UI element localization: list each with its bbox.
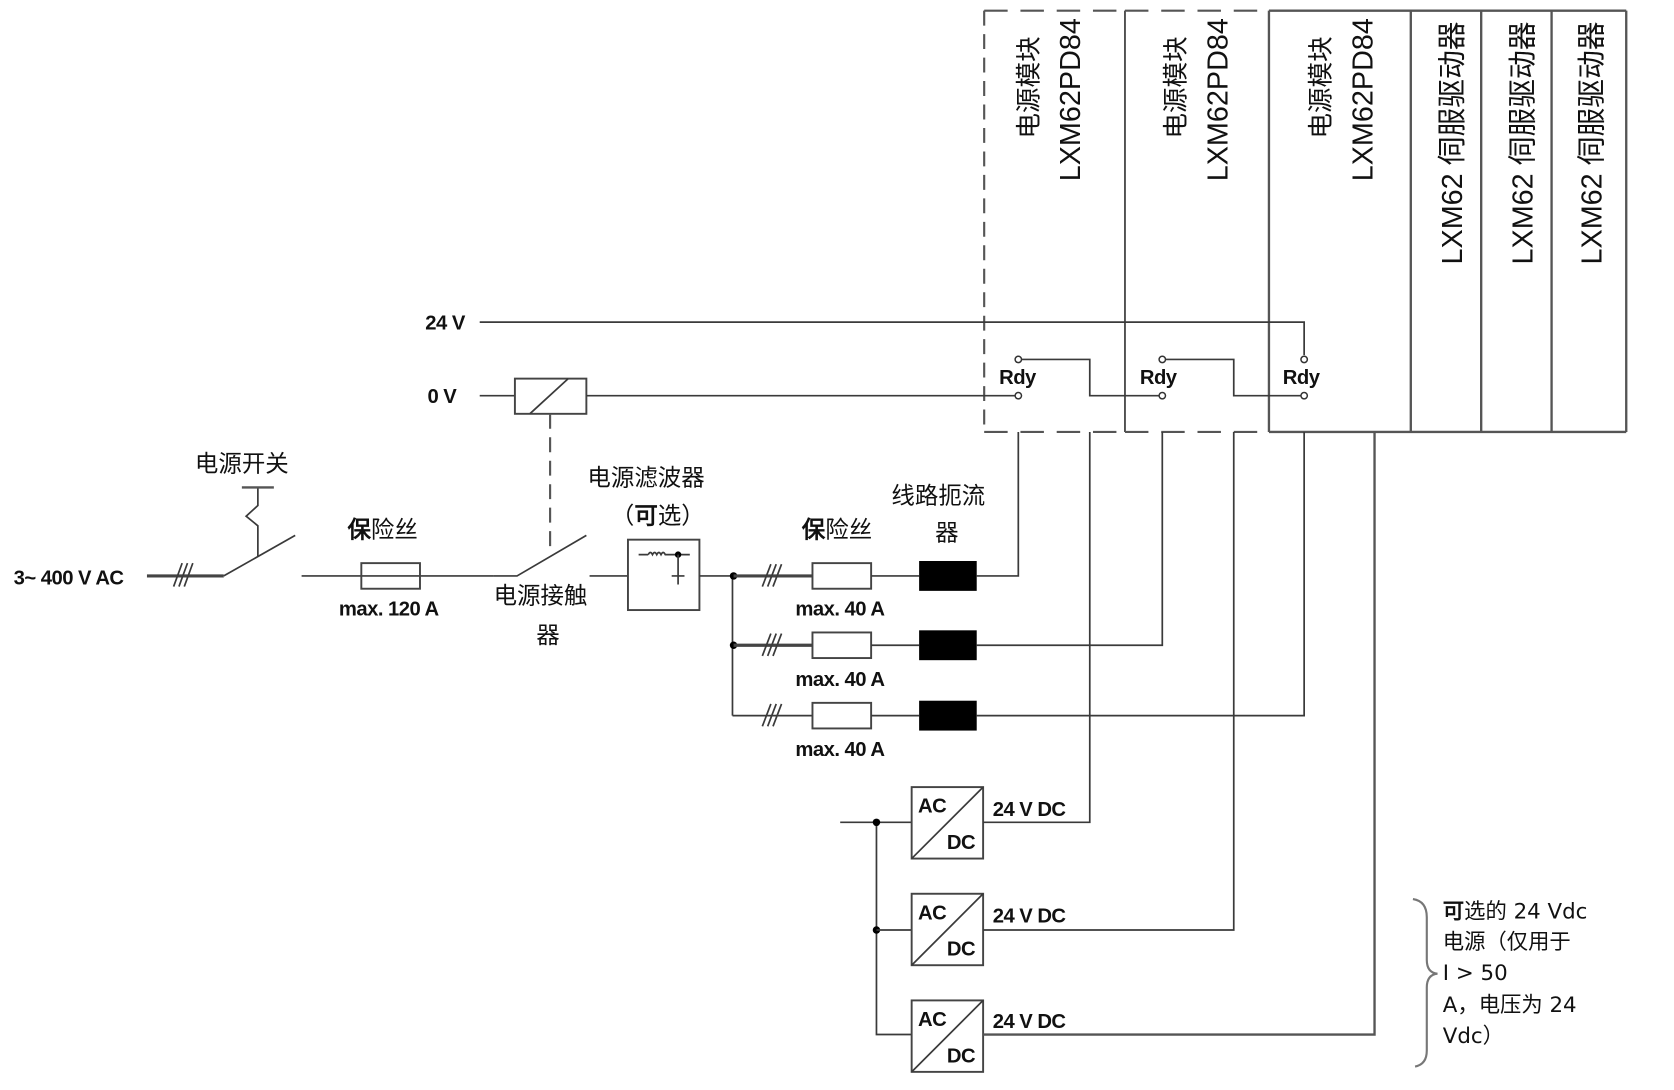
branch-fuse-label-bold: 保 (801, 516, 826, 544)
rail-24v-line (479, 321, 1305, 356)
rail-24v-label: 24 V (425, 313, 466, 335)
line-choke-2 (919, 630, 977, 661)
ready-relay-3-label: Rdy (1283, 367, 1321, 389)
note-line-2: 电源（仅用于 (1443, 930, 1571, 955)
power-module-2-label: 电源模块 LXM62PD84 (1162, 18, 1235, 181)
main-fuse-label: 保险丝 (346, 516, 417, 544)
converter-1-output: 24 V DC (993, 799, 1067, 821)
servo-drive-2-label: LXM62 伺服驱动器 (1507, 21, 1539, 264)
branch-fuse-2-rating: max. 40 A (795, 669, 885, 691)
main-fuse-label-rest: 险丝 (371, 516, 418, 544)
converter-1-out: DC (947, 832, 976, 854)
contactor-label-line1: 电源接触 (494, 582, 588, 610)
filter-label-line1: 电源滤波器 (587, 463, 704, 491)
converter-3-in: AC (918, 1009, 947, 1031)
note-line-1-bold: 可 (1443, 899, 1464, 924)
ready-relay-3: Rdy (1283, 355, 1321, 400)
choke-label-line1: 线路扼流 (891, 481, 985, 509)
main-contactor (493, 534, 587, 577)
power-module-frame-3 (1267, 9, 1627, 434)
ready-relay-2: Rdy (1140, 355, 1301, 400)
servo-drive-3-label: LXM62 伺服驱动器 (1577, 21, 1609, 264)
line-choke-3 (919, 700, 977, 731)
converter-1-in: AC (918, 796, 947, 818)
power-module-3-name: 电源模块 (1307, 36, 1337, 138)
ready-relay-1-label: Rdy (999, 367, 1037, 389)
branch-1 (733, 431, 1020, 591)
ac-dc-converter-2: AC DC (910, 892, 985, 967)
converter-2-output: 24 V DC (993, 906, 1067, 928)
converter-3-output: 24 V DC (993, 1011, 1067, 1033)
ready-relay-1: Rdy (999, 355, 1160, 400)
ac-junction-2 (872, 926, 881, 934)
note-line-4: A，电压为 24 (1443, 993, 1577, 1018)
converter-3-output-line (983, 431, 1376, 1036)
power-module-1-model: LXM62PD84 (1055, 18, 1087, 181)
branch-3 (732, 431, 1305, 731)
contactor-label-line2: 器 (536, 621, 559, 649)
main-fuse-label-bold: 保 (346, 516, 371, 544)
servo-drive-2-text: LXM62 伺服驱动器 (1507, 21, 1539, 264)
power-module-3-model: LXM62PD84 (1347, 18, 1379, 181)
filter-label-paren: （ (611, 502, 634, 530)
contactor-coil (513, 377, 588, 415)
branch-fuse-label-rest: 险丝 (825, 516, 872, 544)
line-choke-1 (919, 560, 977, 591)
branch-fuse-label: 保险丝 (801, 516, 872, 544)
ready-relay-2-label: Rdy (1140, 367, 1178, 389)
choke-label-line2: 器 (935, 519, 958, 547)
note-line-3: I > 50 (1443, 961, 1508, 986)
note-line-1-rest: 选的 24 Vdc (1464, 899, 1587, 924)
main-switch-label: 电源开关 (195, 449, 289, 477)
ac-feed-bus (875, 822, 912, 1036)
converter-2-in: AC (918, 902, 947, 924)
line-filter (626, 538, 701, 612)
note-line-5: Vdc） (1443, 1024, 1504, 1049)
power-module-3-label: 电源模块 LXM62PD84 (1307, 18, 1380, 181)
power-module-2-model: LXM62PD84 (1202, 18, 1234, 181)
converter-2-output-line (983, 431, 1235, 931)
supply-label: 3~ 400 V AC (14, 567, 125, 589)
power-module-frame-2 (1124, 9, 1269, 434)
branch-fuse-3-rating: max. 40 A (795, 739, 885, 761)
servo-drive-3-text: LXM62 伺服驱动器 (1577, 21, 1609, 264)
power-module-1-label: 电源模块 LXM62PD84 (1015, 18, 1088, 181)
power-module-frame-1 (983, 9, 1125, 434)
main-switch (223, 486, 296, 577)
note-line-1: 可选的 24 Vdc (1443, 899, 1588, 924)
ac-dc-converter-3: AC DC (910, 999, 985, 1073)
rail-0v-label: 0 V (427, 386, 457, 408)
servo-drive-frames (1409, 10, 1628, 432)
filter-label-bold: 可 (634, 502, 657, 530)
filter-label-line2: （可选） (611, 502, 705, 530)
ac-dc-converter-1: AC DC (910, 786, 985, 860)
servo-drive-1-text: LXM62 伺服驱动器 (1437, 21, 1469, 264)
filter-label-rest: 选） (658, 502, 705, 530)
servo-drive-1-label: LXM62 伺服驱动器 (1437, 21, 1469, 264)
converter-3-out: DC (947, 1045, 976, 1067)
converter-2-out: DC (947, 939, 976, 961)
main-fuse-rating: max. 120 A (339, 598, 440, 620)
branch-fuse-1-rating: max. 40 A (795, 598, 885, 620)
main-fuse (360, 562, 421, 590)
converter-1-output-line (983, 431, 1091, 824)
three-phase-mark-main (172, 562, 194, 587)
branch-2 (733, 431, 1164, 661)
power-module-1-name: 电源模块 (1015, 36, 1045, 138)
note-brace (1412, 898, 1438, 1068)
power-module-2-name: 电源模块 (1162, 36, 1192, 138)
ac-junction-1 (872, 818, 881, 827)
